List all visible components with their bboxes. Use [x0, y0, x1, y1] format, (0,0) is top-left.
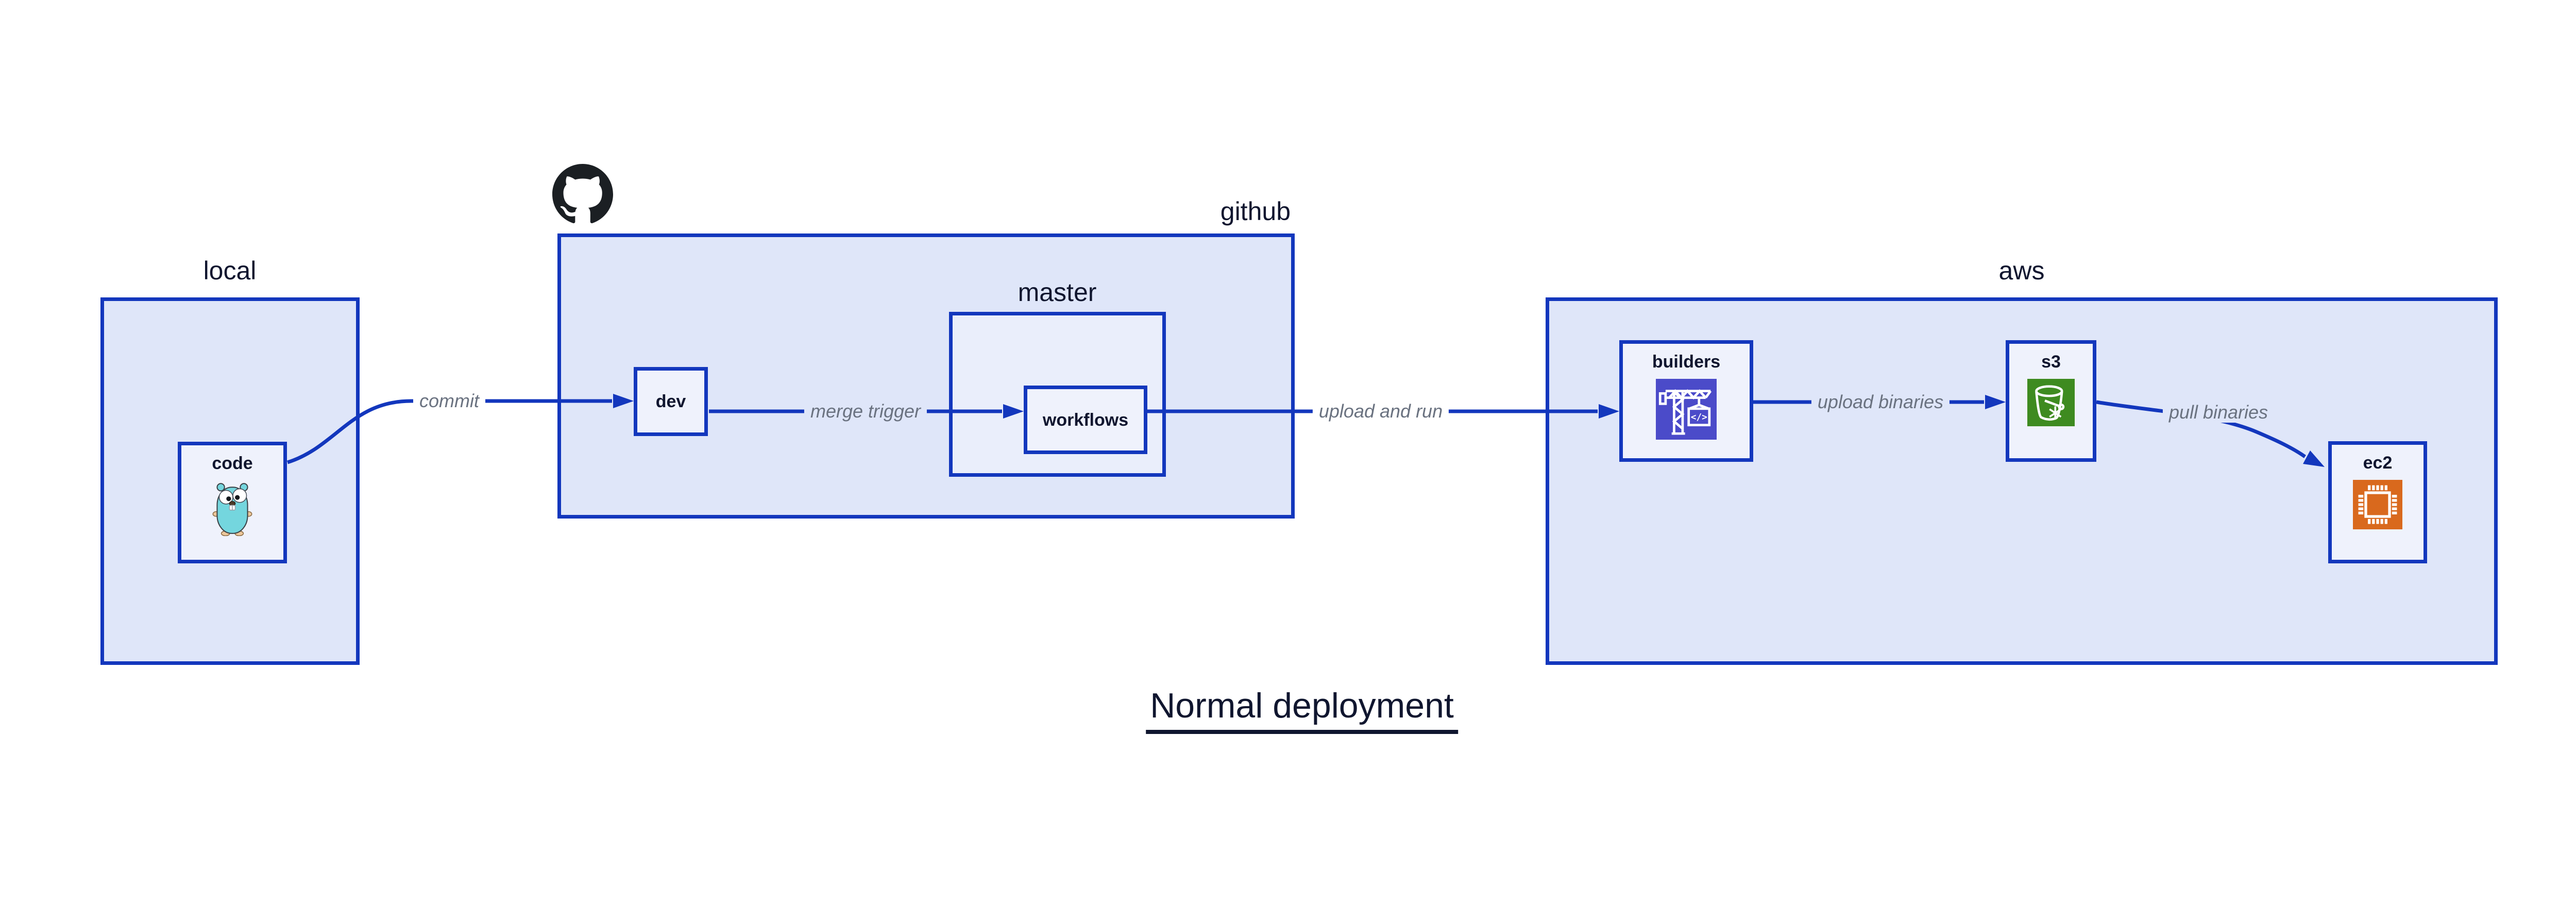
node-ec2: ec2: [2328, 441, 2427, 563]
edge-label-merge-trigger: merge trigger: [804, 401, 927, 422]
diagram-title: Normal deployment: [1146, 686, 1458, 734]
codebuild-crane-icon: </>: [1656, 379, 1717, 440]
edge-label-upload-binaries: upload binaries: [1811, 392, 1950, 412]
node-code: code: [178, 442, 287, 563]
node-label-workflows: workflows: [1042, 410, 1129, 430]
code-glyph: </>: [1691, 412, 1707, 423]
ec2-chip-icon: [2353, 480, 2402, 529]
node-dev: dev: [634, 367, 708, 436]
node-builders: builders </>: [1619, 340, 1753, 462]
node-label-builders: builders: [1652, 352, 1721, 372]
container-label-local: local: [203, 256, 257, 285]
node-workflows: workflows: [1024, 386, 1147, 454]
github-octocat-icon: [552, 164, 613, 224]
container-label-github: github: [1220, 197, 1291, 226]
container-label-master: master: [1018, 278, 1097, 307]
node-label-dev: dev: [655, 392, 686, 411]
go-gopher-icon: [212, 483, 252, 536]
edge-label-commit: commit: [413, 391, 485, 411]
edge-pull-binaries: [2096, 400, 2325, 467]
container-label-aws: aws: [1998, 256, 2045, 285]
node-s3: s3: [2006, 340, 2096, 462]
s3-glacier-bucket-icon: [2027, 379, 2075, 426]
edge-label-pull-binaries: pull binaries: [2162, 402, 2275, 423]
node-label-ec2: ec2: [2363, 453, 2393, 473]
edge-label-upload-and-run: upload and run: [1312, 401, 1449, 422]
node-label-code: code: [212, 454, 253, 473]
node-label-s3: s3: [2041, 352, 2061, 372]
edge-commit: [286, 394, 634, 464]
